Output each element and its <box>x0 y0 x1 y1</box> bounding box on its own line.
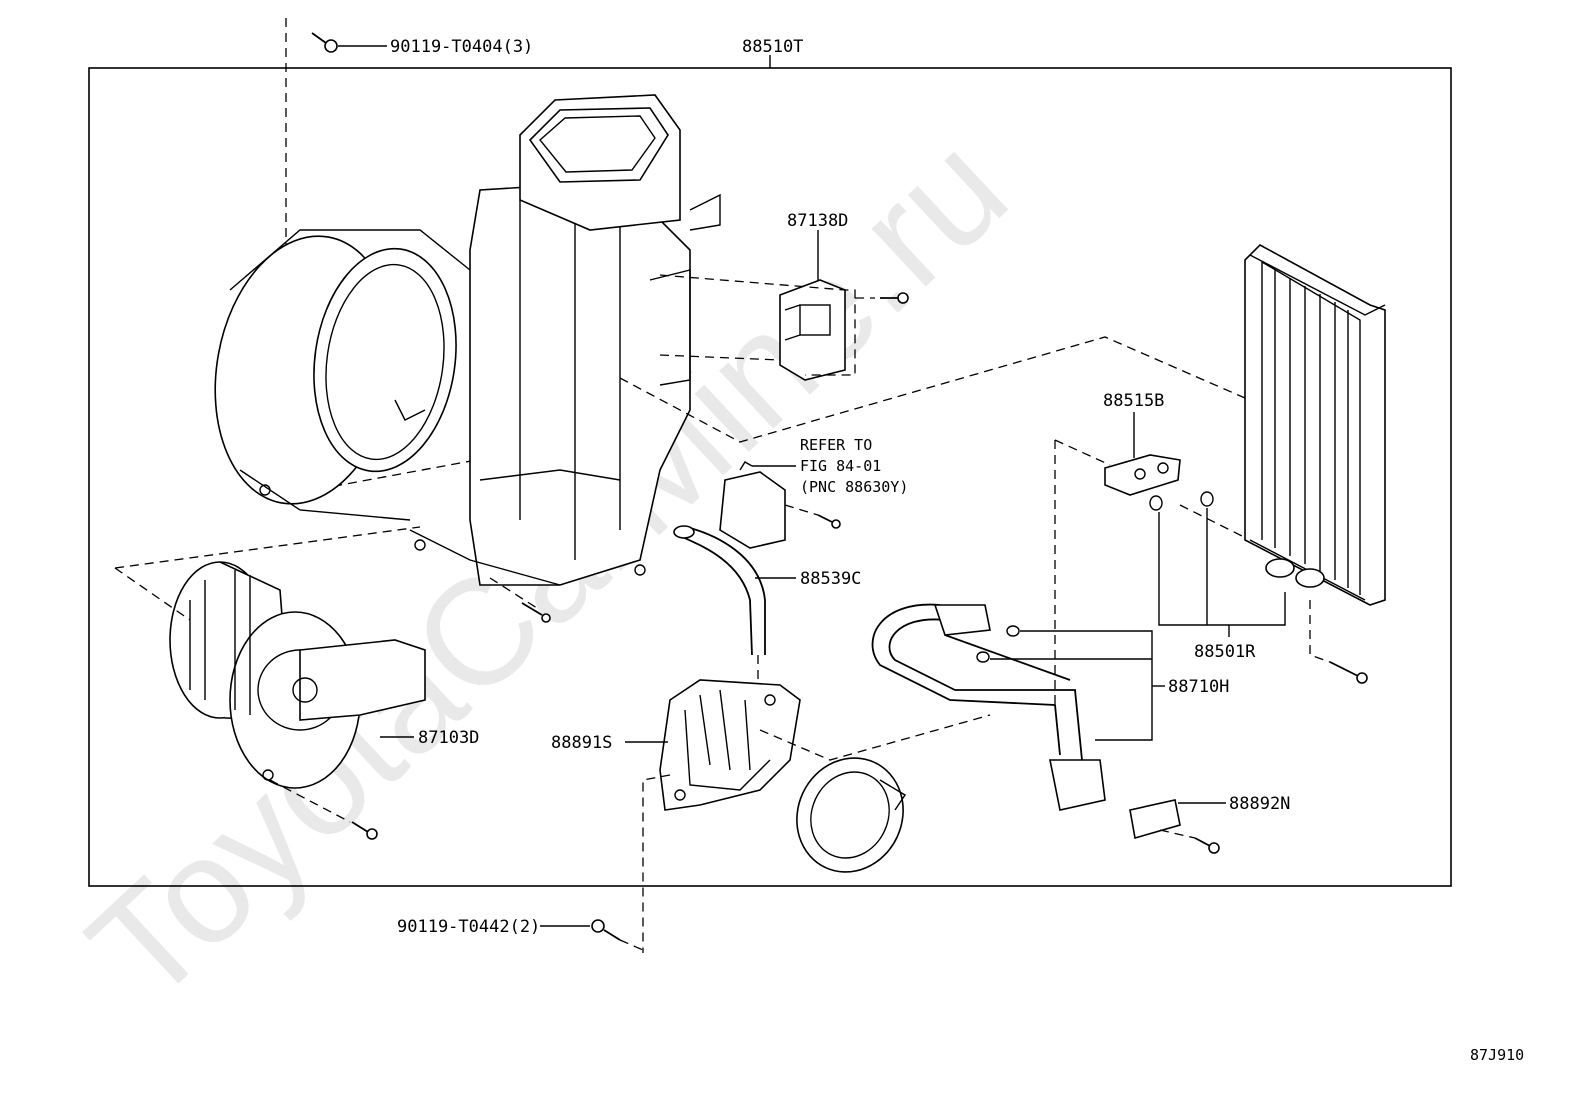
case-bolt-dashed <box>489 577 541 611</box>
resistor-drawing <box>779 279 846 381</box>
o-ring-icon <box>1006 625 1020 637</box>
label-88891S[interactable]: 88891S <box>551 733 612 753</box>
seal-dashed <box>759 714 991 761</box>
core-screw-icon <box>1329 661 1368 684</box>
label-87138D[interactable]: 87138D <box>787 211 848 231</box>
motor-screw-dash <box>269 779 351 823</box>
blower-motor-drawing <box>169 561 426 789</box>
case-core-dashed <box>619 336 1246 443</box>
diagram-code: 87J910 <box>1470 1046 1524 1064</box>
motor-screw-icon <box>351 821 378 840</box>
case-bolt-icon <box>521 602 551 623</box>
motor-dashed-top <box>114 526 421 569</box>
label-90119-T0442[interactable]: 90119-T0442(2) <box>397 917 540 937</box>
sensor-screw-icon <box>817 514 841 529</box>
refer-line-1: REFER TO <box>800 436 872 454</box>
clamp-screw-icon <box>1194 837 1220 854</box>
label-88510T[interactable]: 88510T <box>742 37 803 57</box>
label-90119-T0404[interactable]: 90119-T0404(3) <box>390 37 533 57</box>
resistor-dashed <box>659 274 856 376</box>
bolt-top-dashed-line <box>285 18 521 496</box>
valve-o-ring-icon <box>1149 495 1163 511</box>
tube-pipe-drawing <box>871 603 1106 811</box>
clamp-drawing <box>1129 799 1181 840</box>
sensor-connector-drawing <box>719 461 786 549</box>
valve-o-ring-icon-2 <box>1200 491 1214 507</box>
blower-case-drawing <box>214 94 721 586</box>
valve-dashed <box>1054 439 1111 466</box>
core-screw-dashed <box>1309 600 1331 663</box>
evaporator-drawing <box>1244 244 1386 606</box>
tube-leader <box>990 630 1153 741</box>
case-part-drawing <box>659 679 801 811</box>
clamp-screw-dash <box>1159 829 1196 839</box>
resistor-screw-icon <box>880 292 909 304</box>
bolt-top-icon <box>311 32 338 53</box>
label-88515B[interactable]: 88515B <box>1103 391 1164 411</box>
label-88710H[interactable]: 88710H <box>1168 677 1229 697</box>
bolt-bottom-dashed <box>619 939 644 951</box>
o-ring-leader <box>1158 508 1286 626</box>
seal-ring-drawing <box>796 757 906 873</box>
label-88501R[interactable]: 88501R <box>1194 642 1256 662</box>
drain-hose-drawing <box>673 525 766 656</box>
label-88539C[interactable]: 88539C <box>800 569 861 589</box>
o-ring-icon-2 <box>976 651 990 663</box>
case-part-dashed <box>642 774 671 953</box>
sensor-screw-dash <box>784 504 819 516</box>
bolt-bottom-icon <box>591 919 621 941</box>
refer-line-2[interactable]: FIG 84-01 <box>800 457 881 475</box>
refer-line-3: (PNC 88630Y) <box>800 478 908 496</box>
motor-dashed-left <box>114 567 191 621</box>
label-88892N[interactable]: 88892N <box>1229 794 1290 814</box>
label-87103D[interactable]: 87103D <box>418 728 479 748</box>
expansion-valve-drawing <box>1104 454 1181 496</box>
